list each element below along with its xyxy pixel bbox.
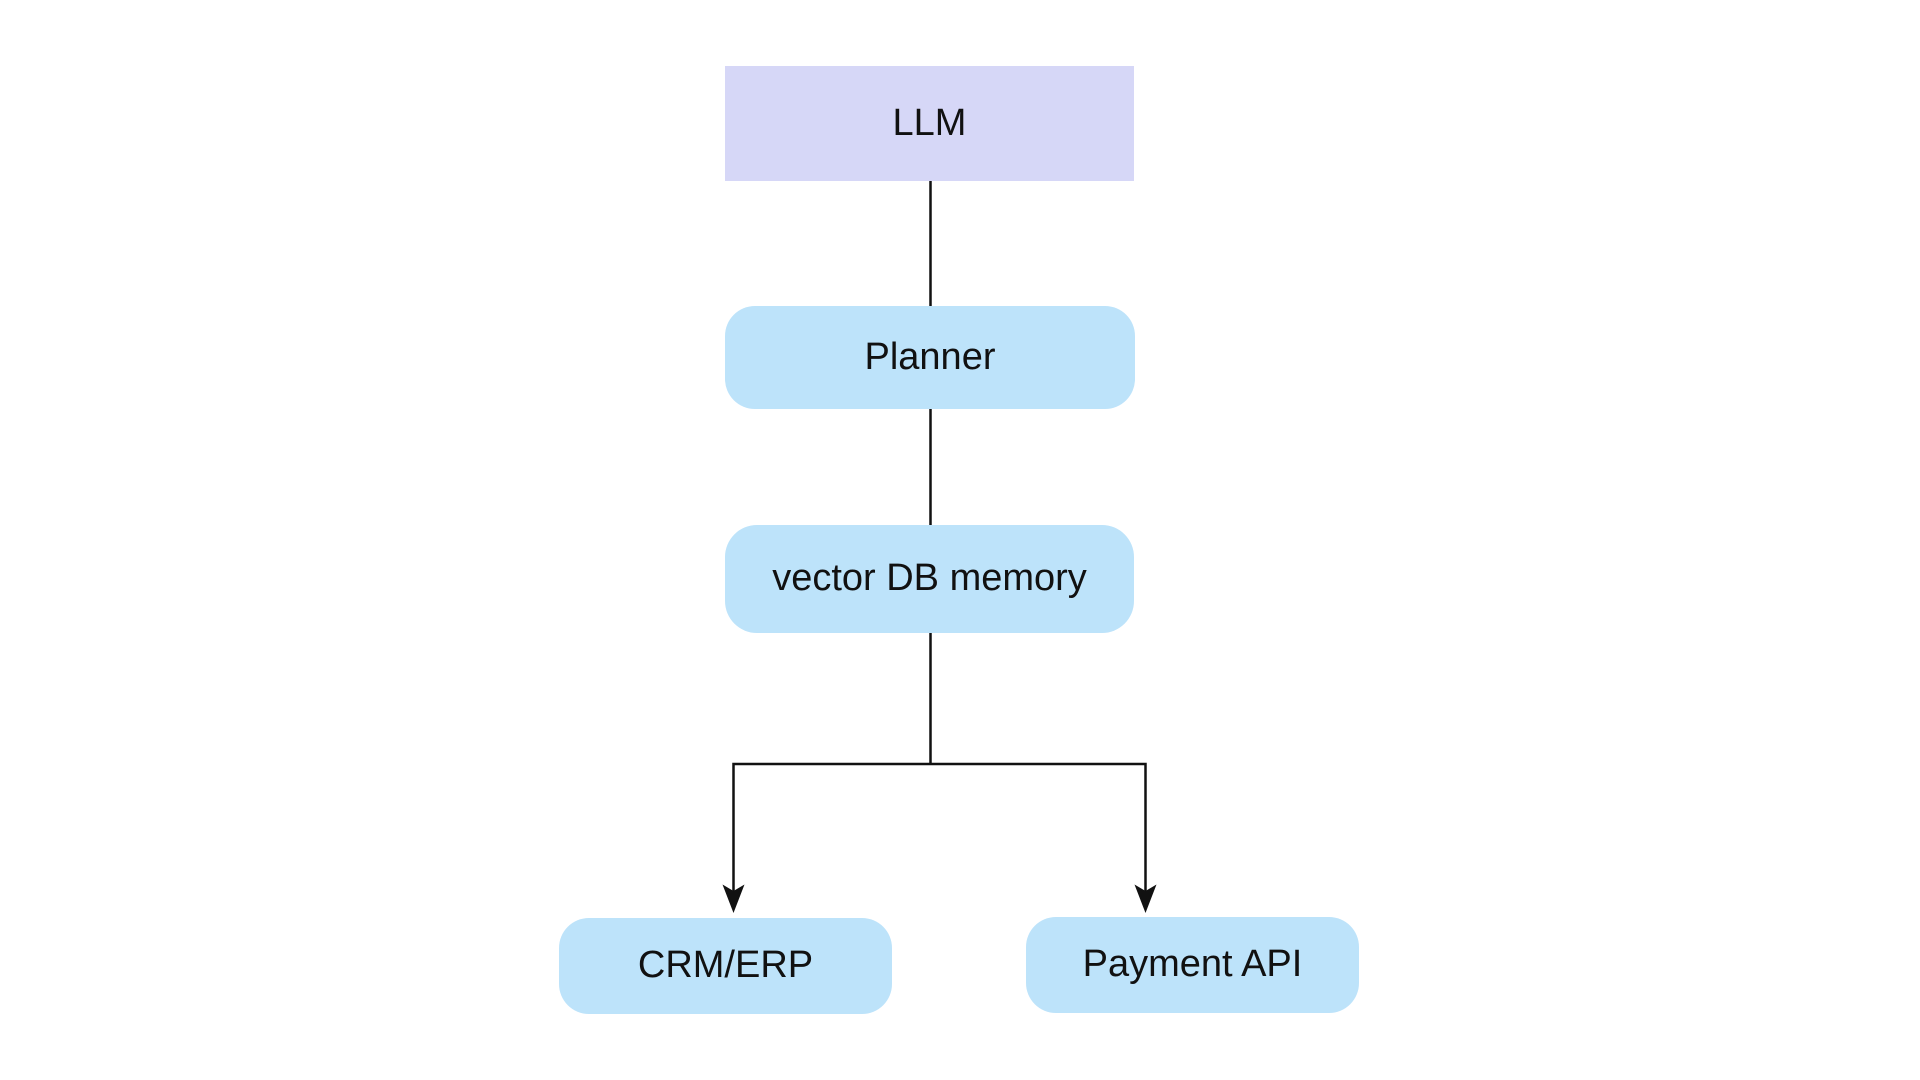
node-payment-api-label: Payment API (1082, 943, 1303, 986)
edge-vectordb-branch (732, 633, 1147, 892)
node-vector-db-memory: vector DB memory (725, 525, 1134, 633)
node-llm-label: LLM (892, 101, 967, 144)
node-payment-api: Payment API (1026, 917, 1359, 1013)
node-planner: Planner (725, 306, 1135, 409)
node-vector-db-memory-label: vector DB memory (772, 557, 1087, 600)
node-planner-label: Planner (864, 335, 996, 378)
node-llm: LLM (725, 66, 1134, 181)
arrowhead-payment-api (1134, 884, 1157, 913)
node-crm-erp-label: CRM/ERP (637, 944, 814, 987)
arrowhead-crm-erp (722, 884, 745, 913)
node-crm-erp: CRM/ERP (559, 918, 892, 1014)
